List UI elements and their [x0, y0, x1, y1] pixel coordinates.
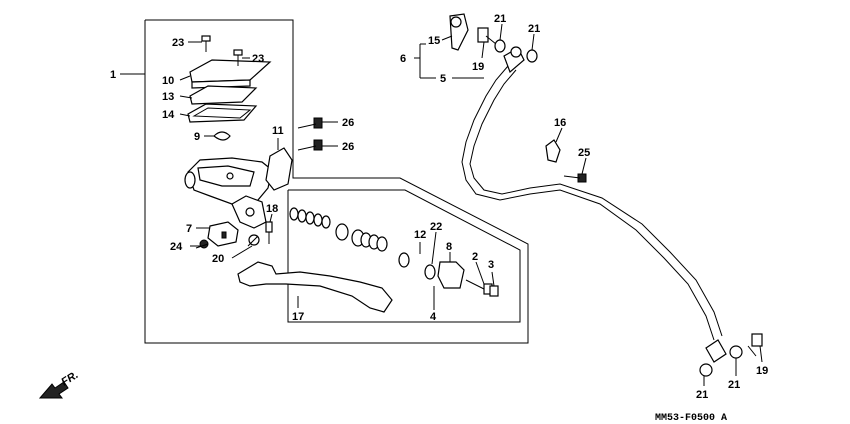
piston-boot	[437, 261, 465, 289]
clutch-switch	[207, 221, 239, 247]
front-direction-arrow: FR.	[38, 369, 81, 399]
diaphragm	[187, 103, 258, 123]
snap-ring	[424, 264, 436, 280]
callout-17: 17	[292, 311, 304, 323]
banjo-bolt-lower	[747, 333, 763, 357]
callout-8: 8	[446, 241, 452, 253]
sealing-washer-lower-2	[729, 345, 743, 359]
diagram-code: MM53-F0500 A	[655, 413, 727, 424]
screw-23-right	[233, 49, 243, 66]
clamp-bolt	[563, 173, 587, 183]
callout-20: 20	[212, 253, 224, 265]
callout-21-upper-2: 21	[528, 23, 540, 35]
callout-11: 11	[272, 125, 284, 137]
sealing-washer-lower-1	[699, 363, 713, 377]
callout-15: 15	[428, 35, 440, 47]
clutch-hose	[461, 65, 715, 341]
primary-cup	[335, 223, 349, 241]
callout-10: 10	[162, 75, 174, 87]
clutch-hose-lower-end	[705, 339, 727, 363]
hose-clamp	[545, 139, 561, 163]
callout-23-left: 23	[172, 37, 184, 49]
callout-1: 1	[110, 69, 116, 81]
pivot-nut	[265, 221, 273, 244]
piston	[351, 229, 388, 252]
banjo-bolt-upper	[477, 27, 497, 45]
callout-26-lower: 26	[342, 141, 354, 153]
callout-19-upper: 19	[472, 61, 484, 73]
callout-labels: 1 23 23 10 13 14 9 11 26 26 18 7 24 20 1…	[110, 13, 768, 401]
hose-banjo-fitting	[449, 13, 469, 51]
master-cylinder-holder	[265, 147, 293, 191]
callout-5: 5	[440, 73, 446, 85]
master-cylinder-body	[184, 157, 273, 229]
screw-23-left	[201, 35, 211, 52]
callout-6: 6	[400, 53, 406, 65]
leader-lines	[120, 23, 763, 386]
callout-18: 18	[266, 203, 278, 215]
callout-13: 13	[162, 91, 174, 103]
sealing-washer-upper-2	[526, 49, 538, 63]
callout-22: 22	[430, 221, 442, 233]
callout-26-upper: 26	[342, 117, 354, 129]
sealing-washer-upper-1	[494, 39, 506, 53]
callout-2: 2	[472, 251, 478, 263]
callout-21-lower-1: 21	[696, 389, 708, 401]
callout-24: 24	[170, 241, 183, 253]
pivot-bolt	[247, 234, 260, 247]
piston-kit-box	[287, 189, 521, 323]
diaphragm-plate	[189, 85, 258, 105]
callout-12: 12	[414, 229, 426, 241]
callout-9: 9	[194, 131, 200, 143]
callout-21-upper-1: 21	[494, 13, 506, 25]
master-cylinder-assembly-box	[144, 19, 529, 344]
callout-23-right: 23	[252, 53, 264, 65]
callout-3: 3	[488, 259, 494, 271]
callout-25: 25	[578, 147, 590, 159]
push-rod-nut	[489, 285, 499, 297]
callout-4: 4	[430, 311, 437, 323]
callout-19-lower: 19	[756, 365, 768, 377]
clutch-lever	[237, 261, 393, 313]
holder-bolt-lower	[297, 139, 323, 151]
reservoir-cap	[189, 59, 272, 89]
callout-16: 16	[554, 117, 566, 129]
callout-7: 7	[186, 223, 192, 235]
piston-washer	[398, 252, 410, 268]
piston-spring	[289, 207, 331, 229]
callout-14: 14	[162, 109, 175, 121]
switch-screw	[195, 239, 209, 249]
callout-21-lower-2: 21	[728, 379, 740, 391]
hose-clip	[213, 131, 231, 141]
push-rod	[465, 279, 493, 295]
holder-bolt-upper	[297, 117, 323, 129]
